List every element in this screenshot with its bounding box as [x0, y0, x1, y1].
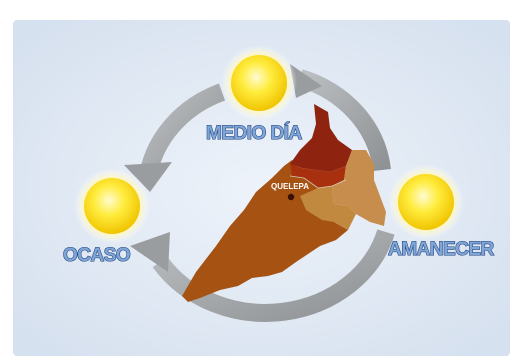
map-region-tan-south — [300, 186, 356, 230]
label-sunrise: AMANECER — [388, 239, 495, 260]
sun-icon — [84, 178, 140, 234]
label-noon: MEDIO DÍA — [206, 122, 303, 144]
map-pin-icon — [287, 193, 295, 201]
map-region-red — [290, 164, 346, 190]
sun-icon — [398, 174, 454, 230]
curved-arrow-icon — [290, 64, 322, 98]
town-label: QUELEPA — [271, 182, 309, 191]
map-region-dark-red — [290, 104, 352, 172]
curved-arrow-icon — [124, 162, 172, 192]
map-region-tan — [332, 150, 386, 226]
label-sunset: OCASO — [63, 245, 130, 266]
sun-sunset — [74, 168, 150, 244]
curved-arrow-icon — [130, 232, 170, 272]
sun-sunrise — [388, 164, 464, 240]
sun-icon — [231, 55, 287, 111]
region-map: QUELEPA — [182, 104, 386, 302]
sun-noon — [221, 45, 297, 121]
arc-noon-to-sunset — [139, 83, 226, 178]
map-border — [289, 175, 347, 189]
